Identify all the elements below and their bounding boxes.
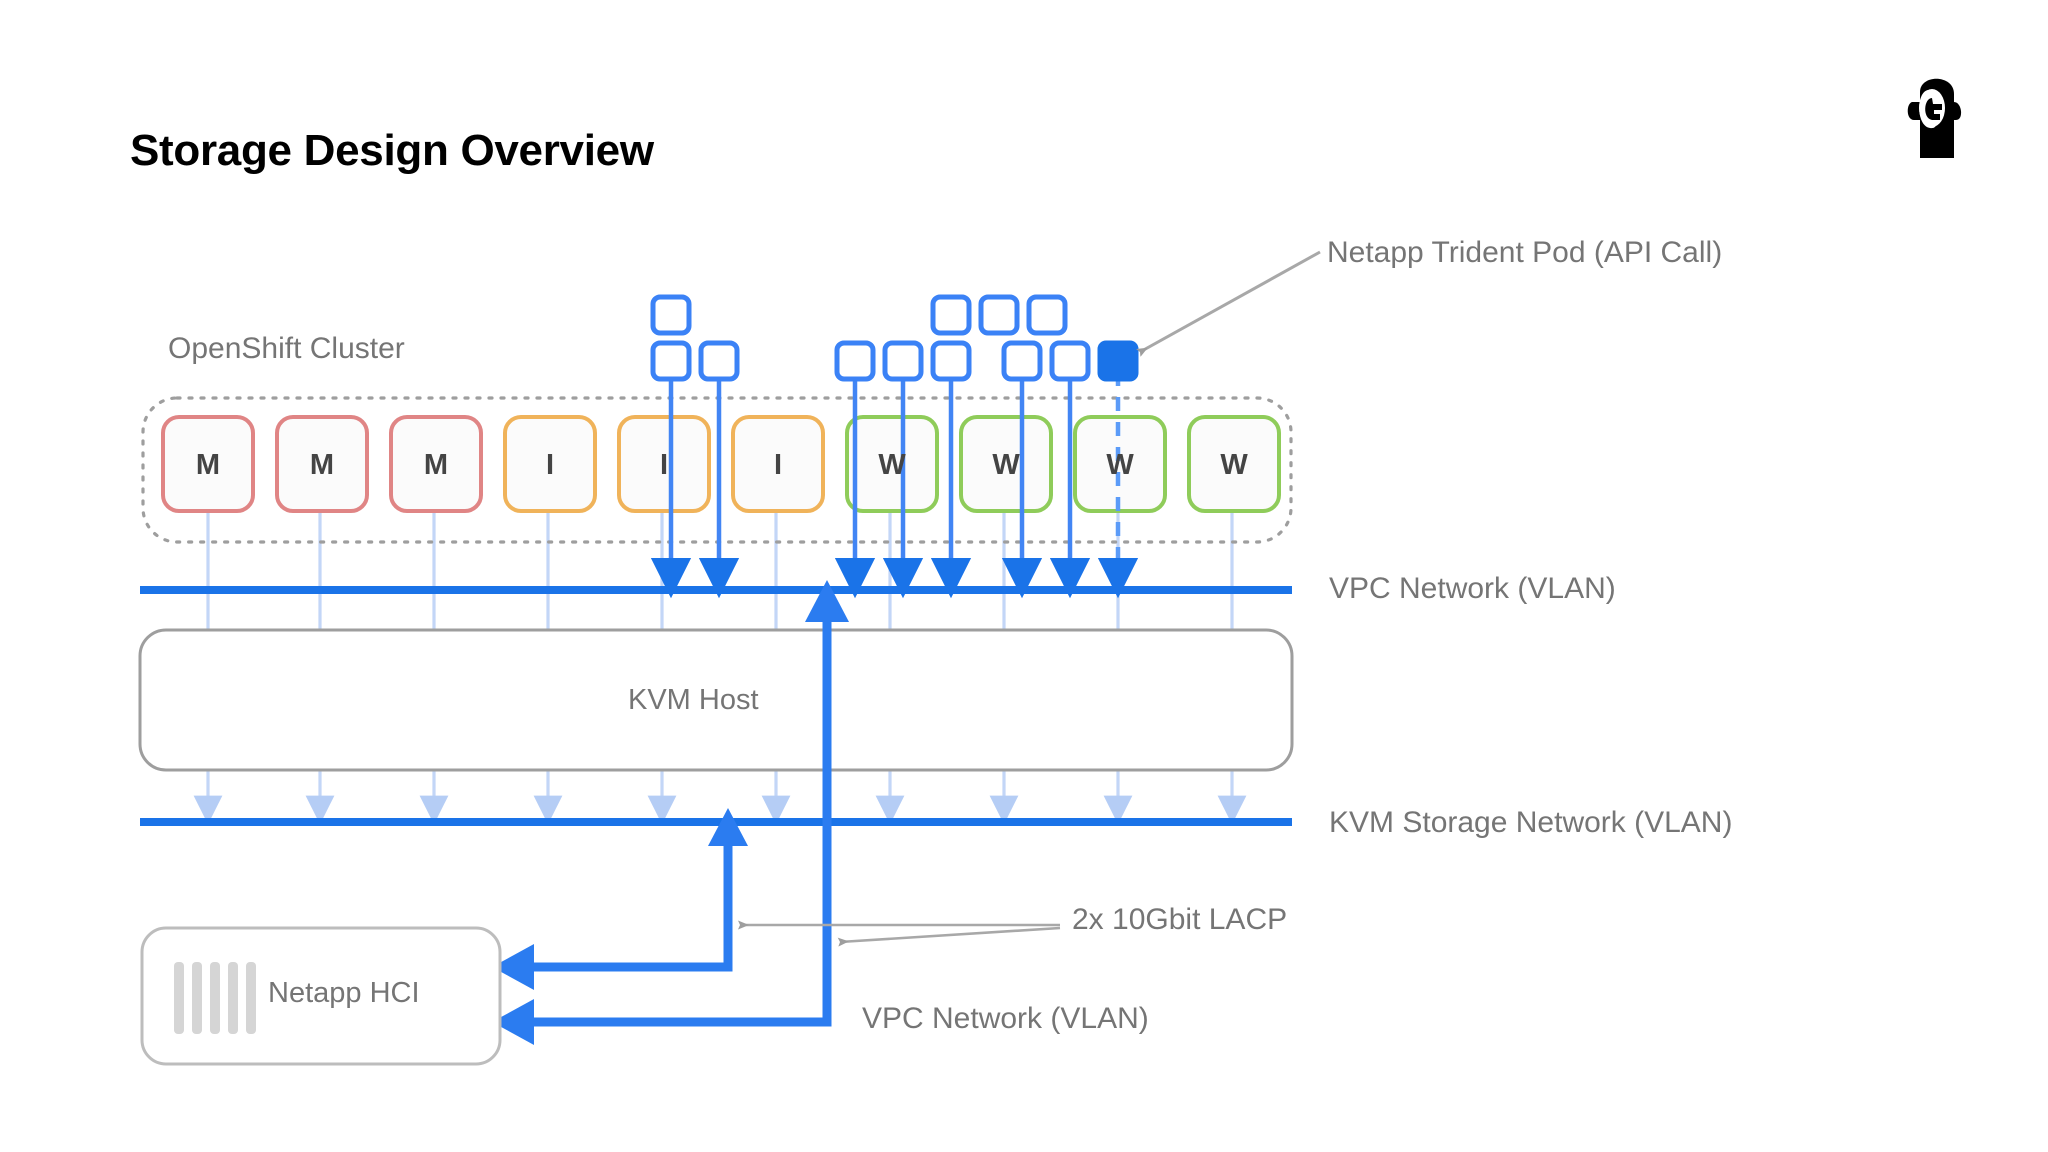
node-box-w-2 (959, 415, 1053, 513)
node-box-m-3 (389, 415, 483, 513)
pod-squares-upper (650, 294, 1068, 336)
node-label-i-3: I (773, 449, 783, 481)
node-box-w-4 (1187, 415, 1281, 513)
lacp-annotation: 2x 10Gbit LACP (1072, 903, 1288, 936)
pod-square (1001, 340, 1043, 382)
page-title: Storage Design Overview (130, 126, 654, 175)
node-label-i-2: I (659, 449, 669, 481)
trident-pod-square (1097, 340, 1139, 382)
node-label-w-2: W (992, 449, 1020, 481)
pod-square (1026, 294, 1068, 336)
pod-square (882, 340, 924, 382)
hci-inbound-arrow-upper (492, 944, 534, 990)
pod-square (698, 340, 740, 382)
kvm-host-box (138, 628, 1294, 772)
node-label-m-1: M (195, 449, 221, 481)
storage-bars-icon (174, 962, 256, 1034)
pod-square (930, 294, 972, 336)
pod-square (930, 340, 972, 382)
node-label-i-1: I (545, 449, 555, 481)
storage-network-to-hci-path (516, 826, 733, 972)
node-label-w-3: W (1106, 449, 1134, 481)
vpc-network-top-label: VPC Network (VLAN) (1329, 572, 1616, 605)
pod-square (650, 294, 692, 336)
trident-pod-leader-line (1136, 250, 1321, 357)
node-box-m-1 (161, 415, 255, 513)
brand-head-logo (1902, 62, 1972, 167)
pod-squares-lower (650, 340, 1139, 382)
node-label-m-2: M (309, 449, 335, 481)
netapp-hci-box (140, 926, 502, 1066)
pod-square (650, 340, 692, 382)
node-box-i-3 (731, 415, 825, 513)
lacp-leader-lines (738, 920, 1061, 947)
openshift-cluster-label: OpenShift Cluster (168, 332, 405, 365)
node-box-w-1 (845, 415, 939, 513)
pod-square (1049, 340, 1091, 382)
kvm-storage-network-label: KVM Storage Network (VLAN) (1329, 806, 1733, 839)
vpc-network-bottom-label: VPC Network (VLAN) (862, 1002, 1149, 1035)
storage-net-up-arrowhead (708, 808, 748, 846)
hci-inbound-arrow-lower (492, 999, 534, 1045)
pod-square (834, 340, 876, 382)
pod-vpc-links (650, 372, 1091, 599)
node-label-w-1: W (878, 449, 906, 481)
node-box-m-2 (275, 415, 369, 513)
pod-square (978, 294, 1020, 336)
trident-pod-annotation: Netapp Trident Pod (API Call) (1327, 236, 1723, 269)
vpc-net-up-arrowhead (805, 580, 849, 622)
node-label-w-4: W (1220, 449, 1248, 481)
cluster-nodes (161, 415, 1281, 513)
node-label-m-3: M (423, 449, 449, 481)
netapp-hci-label: Netapp HCI (268, 977, 420, 1009)
vpc-network-to-hci-path (516, 598, 832, 1027)
kvm-host-label: KVM Host (628, 684, 759, 716)
node-box-i-1 (503, 415, 597, 513)
node-box-i-2 (617, 415, 711, 513)
